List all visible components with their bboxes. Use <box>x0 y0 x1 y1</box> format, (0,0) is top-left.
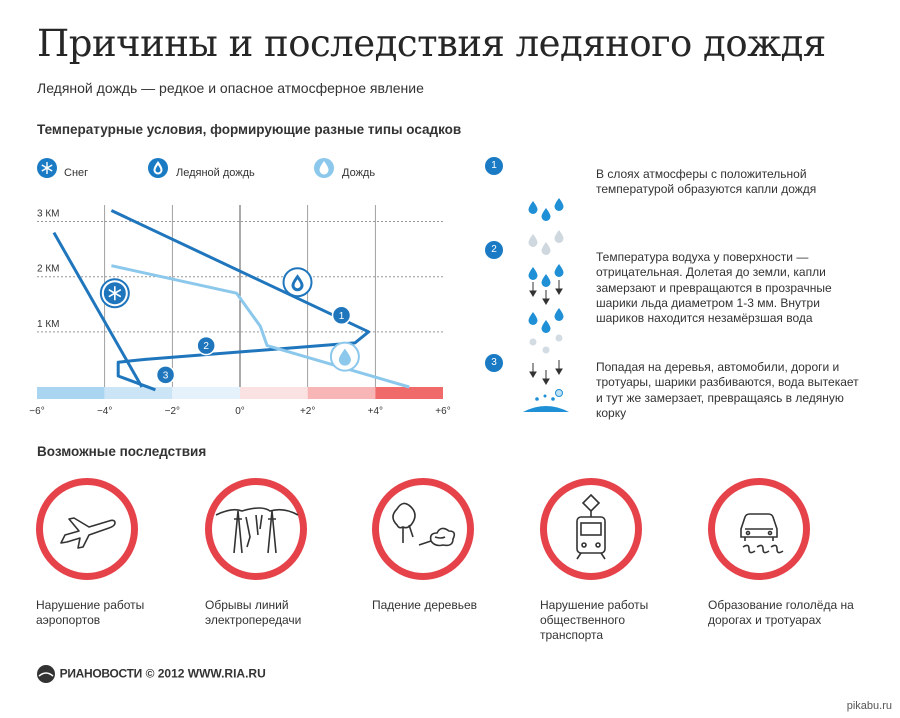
y-tick-label: 3 КМ <box>37 209 60 220</box>
y-tick-label: 1 КМ <box>37 319 60 330</box>
snowflake-icon-ray <box>108 289 122 298</box>
step-marker <box>155 365 176 385</box>
x-tick-label: +4° <box>368 406 383 417</box>
consequence-transport: Нарушение работы общественного транспорт… <box>540 478 690 643</box>
series-line-3 <box>111 264 410 389</box>
x-tick-label: +2° <box>300 406 315 417</box>
rain-drop-icon <box>314 158 334 178</box>
consequence-trees: Падение деревьев <box>372 478 522 613</box>
snowflake-icon <box>37 158 57 178</box>
slippery-car-icon <box>740 513 784 554</box>
fallen-tree-icon <box>392 502 456 547</box>
consequence-label: Образование гололёда на дорогах и тротуа… <box>708 598 854 627</box>
y-tick-label: 2 КМ <box>37 264 60 275</box>
consequence-ring <box>372 478 474 580</box>
step-badge-3: 3 <box>485 354 503 372</box>
ria-logo-icon <box>37 665 55 683</box>
series-line-2 <box>52 231 144 388</box>
legend-label-snow: Снег <box>64 167 89 179</box>
precipitation-illustration <box>523 198 569 412</box>
consequence-ring <box>708 478 810 580</box>
section-title-consequences: Возможные последствия <box>37 444 207 459</box>
consequence-ring <box>540 478 642 580</box>
watermark: pikabu.ru <box>846 700 892 712</box>
step-marker-label: 3 <box>163 370 169 381</box>
x-tick-label: 0° <box>235 406 245 417</box>
rain-drop-icon-drop <box>338 348 351 366</box>
footer-brand: РИАНОВОСТИ <box>59 666 143 681</box>
footer-copyright: © 2012 WWW.RIA.RU <box>145 666 266 681</box>
legend-label-rain: Дождь <box>342 167 376 179</box>
step-text-2: Температура водуха у поверхности — отриц… <box>596 250 832 326</box>
step-marker-label: 1 <box>339 311 345 322</box>
power-line-icon <box>215 507 299 554</box>
consequence-label: Нарушение работы аэропортов <box>36 598 145 627</box>
step-marker-label: 2 <box>203 341 209 352</box>
consequence-ring <box>205 478 307 580</box>
consequence-ring <box>36 478 138 580</box>
footer: РИАНОВОСТИ © 2012 WWW.RIA.RU <box>36 664 266 684</box>
consequence-label: Нарушение работы общественного транспорт… <box>540 598 649 642</box>
temperature-band <box>37 387 105 399</box>
x-tick-label: +6° <box>435 406 450 417</box>
consequence-airports: Нарушение работы аэропортов <box>36 478 186 628</box>
x-tick-label: −4° <box>97 406 112 417</box>
x-tick-label: −6° <box>29 406 44 417</box>
consequence-label: Падение деревьев <box>372 598 478 612</box>
page-subtitle: Ледяной дождь — редкое и опасное атмосфе… <box>37 80 424 96</box>
step-marker <box>196 335 216 356</box>
step-text-3: Попадая на деревья, автомобили, дороги и… <box>596 360 859 420</box>
temperature-band <box>172 387 240 399</box>
step-text-1: В слоях атмосферы с положительной темпер… <box>596 167 817 197</box>
ice-drop-icon <box>148 158 168 178</box>
airplane-icon <box>60 517 116 549</box>
temperature-band <box>375 387 443 399</box>
consequence-power-lines: Обрывы линий электропередачи <box>205 478 355 628</box>
series-line-1 <box>110 209 371 392</box>
temperature-band <box>104 387 173 399</box>
temperature-band <box>240 387 308 399</box>
temperature-band <box>307 387 376 399</box>
x-tick-label: −2° <box>165 406 180 417</box>
consequence-label: Обрывы линий электропередачи <box>205 598 302 627</box>
step-marker <box>331 305 352 326</box>
page-title: Причины и последствия ледяного дождя <box>37 22 826 65</box>
section-title-temperature: Температурные условия, формирующие разны… <box>37 122 462 137</box>
consequence-icy-roads: Образование гололёда на дорогах и тротуа… <box>708 478 858 628</box>
tram-icon <box>576 493 606 560</box>
step-badge-2: 2 <box>485 241 503 259</box>
step-badge-1: 1 <box>485 157 503 175</box>
temperature-chart: 1 КМ 2 КМ 3 КМ −6° −4° −2° 0° +2° +4° +6° 1 2 3 <box>29 205 451 417</box>
legend-label-ice-rain: Ледяной дождь <box>176 167 255 179</box>
ice-drop-icon-core <box>294 279 301 289</box>
